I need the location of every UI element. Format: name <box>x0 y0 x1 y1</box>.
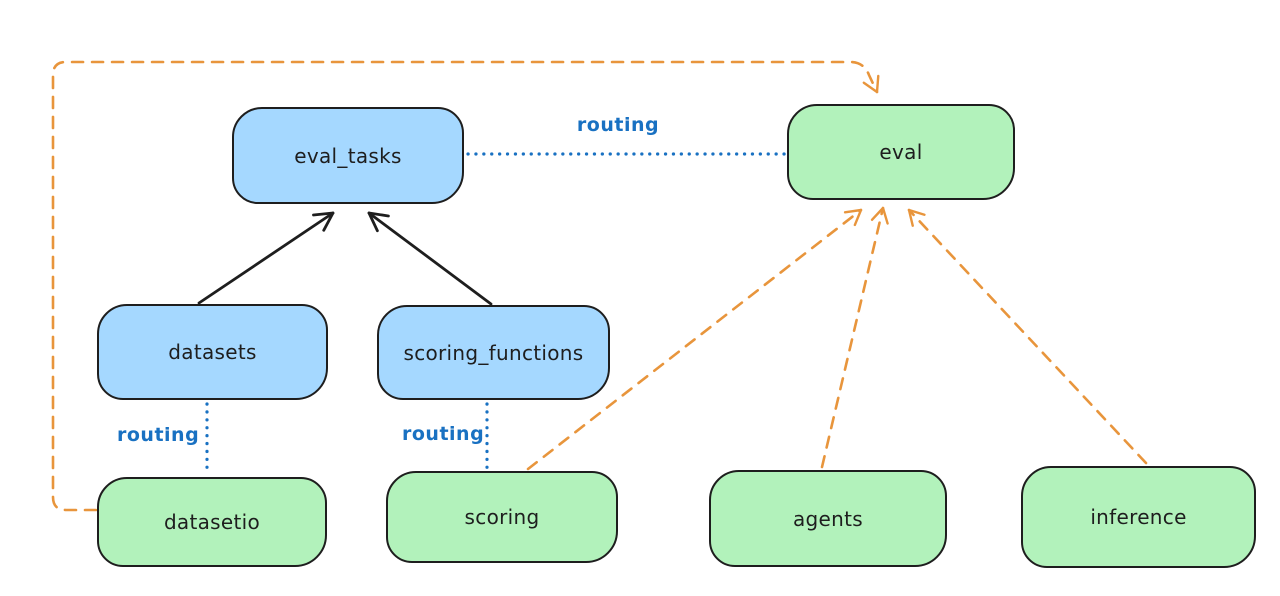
edge-agents-to-eval <box>820 206 889 469</box>
node-scoring-label: scoring <box>464 505 540 529</box>
node-agents: agents <box>709 470 947 567</box>
node-eval-label: eval <box>879 140 923 164</box>
node-datasets: datasets <box>97 304 328 400</box>
node-scoring-functions: scoring_functions <box>377 305 610 400</box>
edge-label-routing-datasets-datasetio: routing <box>117 424 200 446</box>
node-eval-tasks-label: eval_tasks <box>294 143 402 168</box>
edge-label-routing-eval-tasks-eval: routing <box>576 114 660 136</box>
edge-inference-to-eval <box>907 208 1148 465</box>
node-datasetio-label: datasetio <box>163 510 261 534</box>
edge-label-routing-scoring-functions-scoring: routing <box>402 423 485 445</box>
node-scoring: scoring <box>386 471 618 563</box>
edge-scoring-functions-to-eval-tasks <box>367 211 493 306</box>
edge-scoring-to-eval <box>526 208 863 471</box>
node-scoring-functions-label: scoring_functions <box>403 340 584 365</box>
node-eval-tasks: eval_tasks <box>232 107 464 204</box>
node-inference: inference <box>1021 466 1256 568</box>
node-inference-label: inference <box>1090 505 1187 529</box>
node-datasets-label: datasets <box>168 340 257 364</box>
node-datasetio: datasetio <box>97 477 327 567</box>
edge-datasets-to-eval-tasks <box>197 211 335 305</box>
node-agents-label: agents <box>793 506 863 531</box>
node-eval: eval <box>787 104 1015 200</box>
edge-datasetio-to-eval <box>51 60 880 512</box>
